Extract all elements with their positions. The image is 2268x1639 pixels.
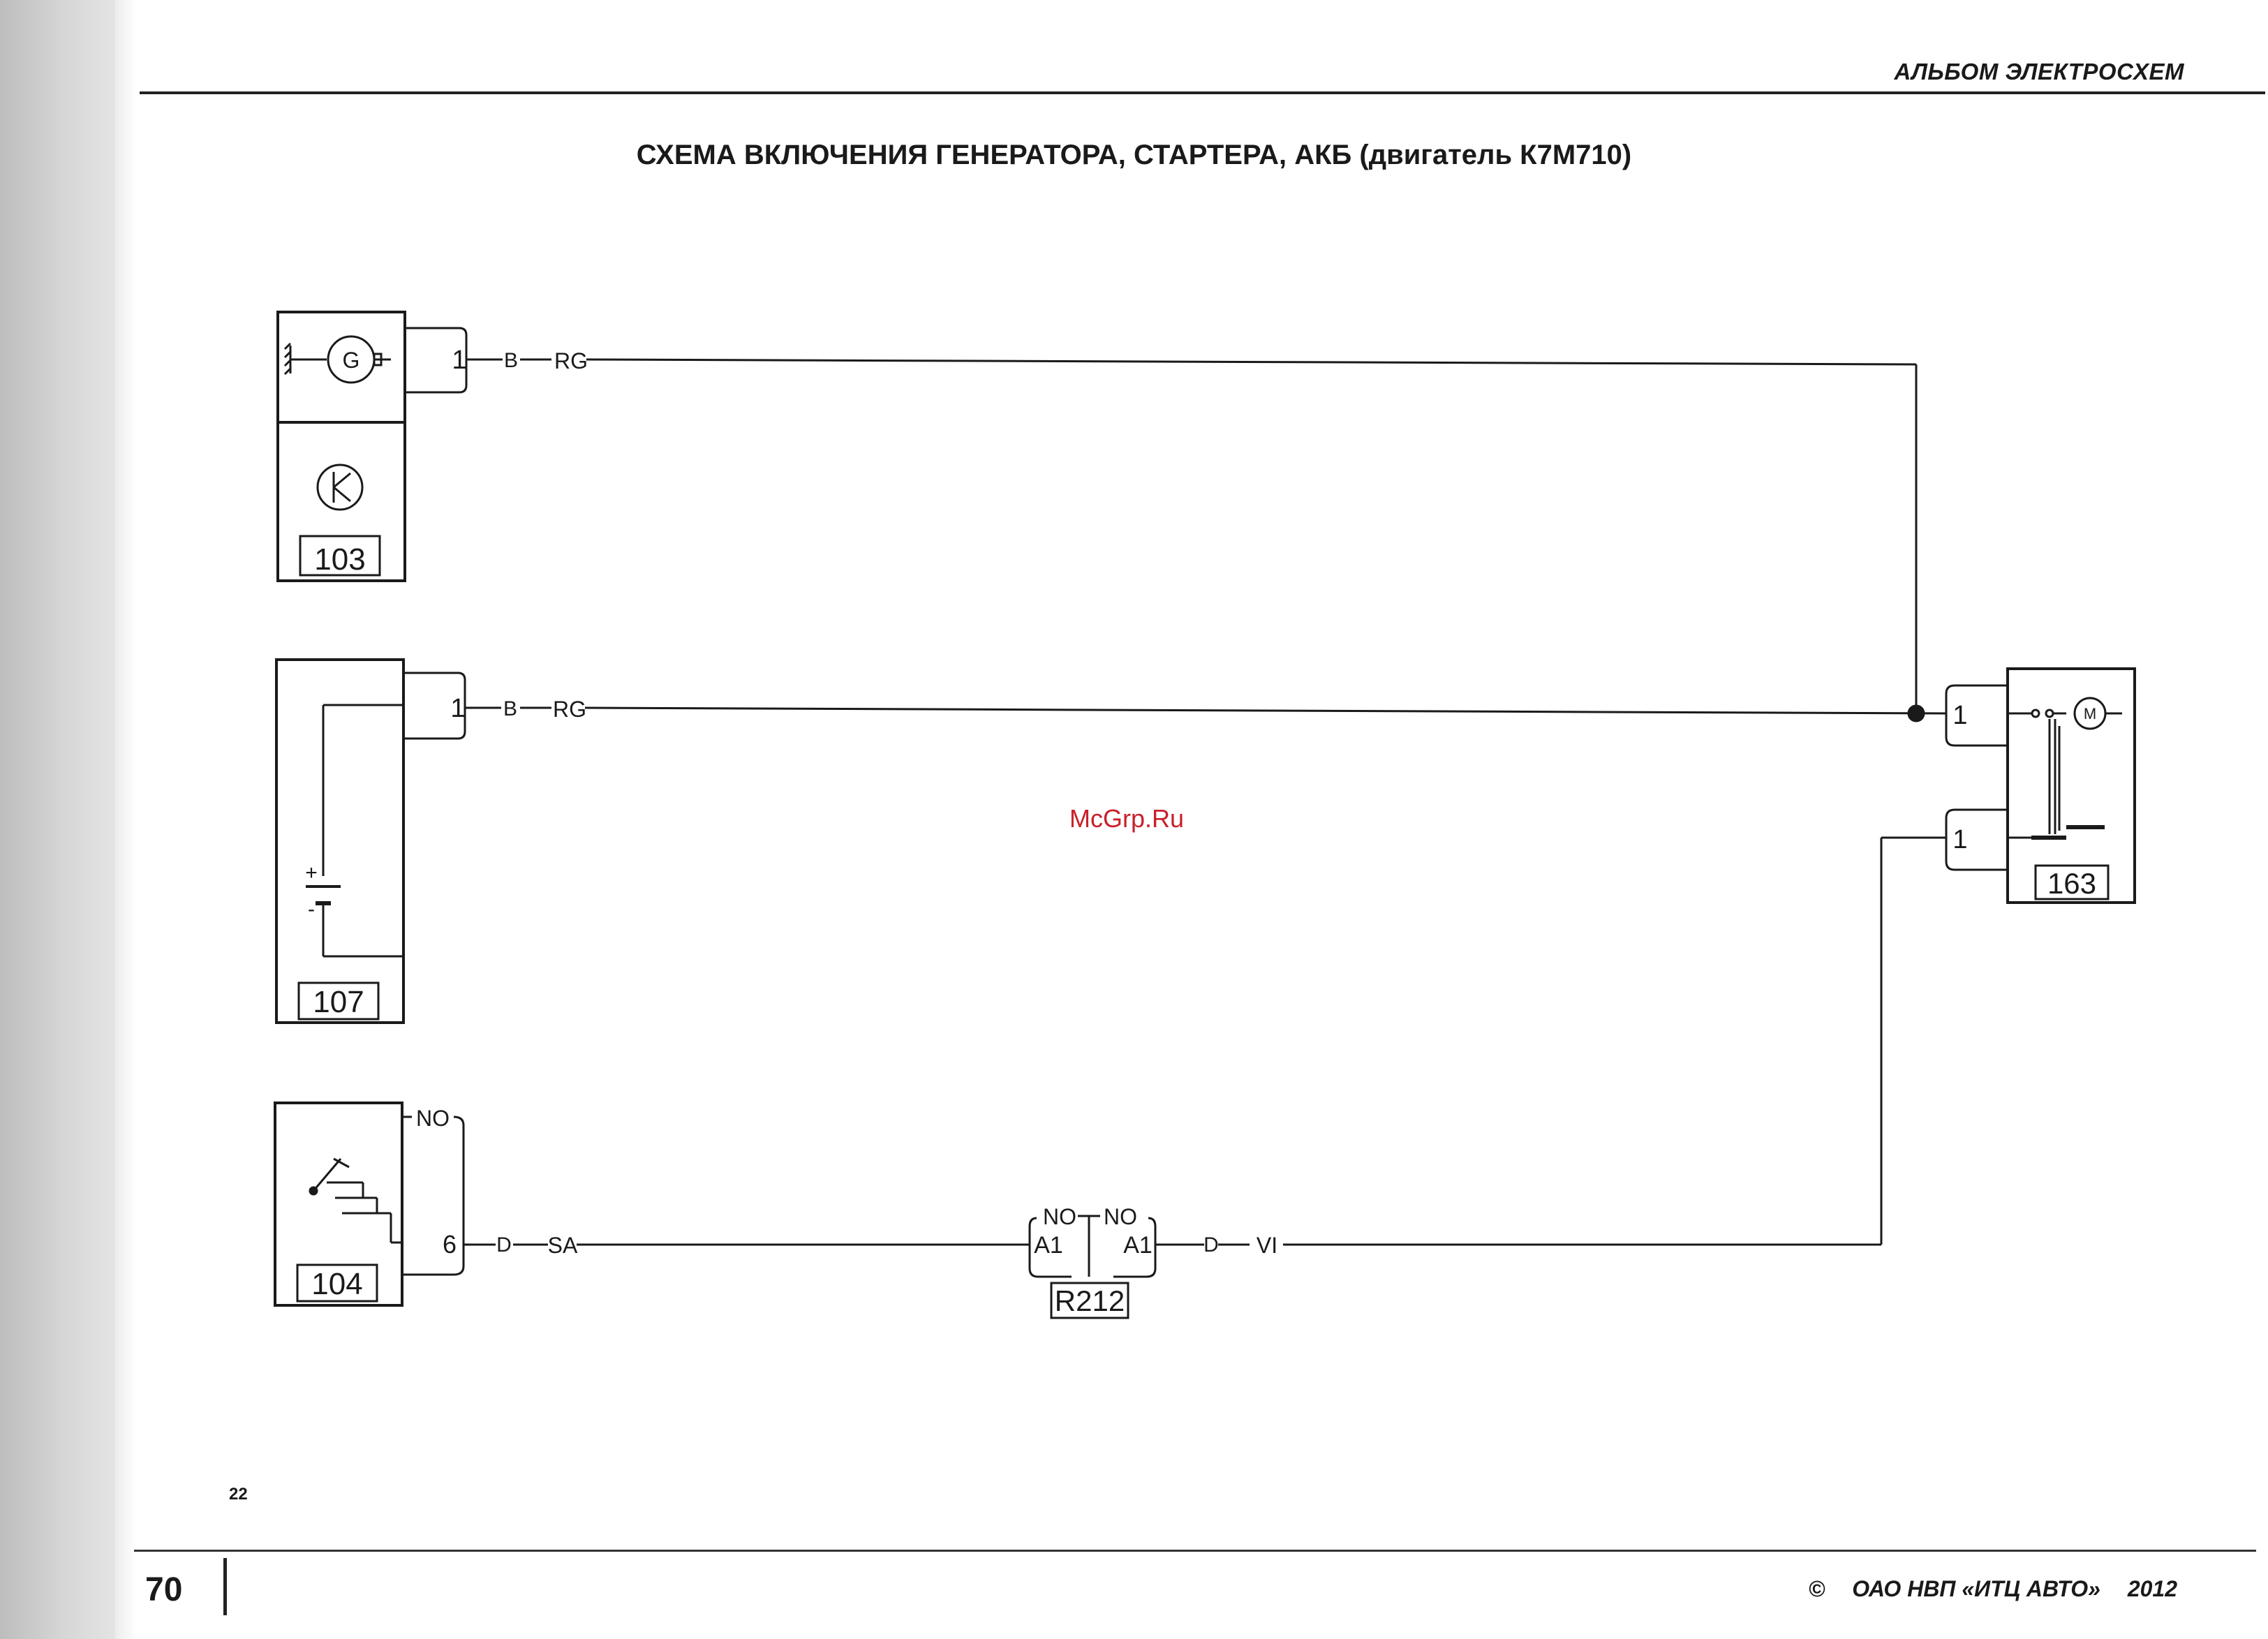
battery-wire-code: RG <box>553 697 586 722</box>
switch-wire-section: D <box>496 1233 512 1256</box>
generator-symbol: G <box>343 348 360 373</box>
generator-wire-code: RG <box>554 348 588 373</box>
generator-code: 103 <box>314 542 365 577</box>
sheet-number: 22 <box>229 1485 248 1504</box>
relay-out-wire-code: VI <box>1257 1233 1277 1258</box>
copyright-line: © ОАО НВП «ИТЦ АВТО» 2012 <box>1788 1576 2177 1602</box>
copyright-symbol: © <box>1809 1576 1825 1602</box>
switch-code: 104 <box>311 1267 362 1301</box>
relay-left-no: NO <box>1043 1204 1076 1229</box>
battery-pin: 1 <box>450 694 465 723</box>
page-number-bar <box>223 1558 227 1615</box>
publisher-name: ОАО НВП «ИТЦ АВТО» <box>1852 1576 2100 1602</box>
battery-code: 107 <box>313 985 364 1019</box>
generator-wire-section: B <box>504 349 518 372</box>
battery-minus: - <box>308 898 315 921</box>
switch-no-label: NO <box>416 1106 450 1131</box>
relay-right-no: NO <box>1104 1204 1137 1229</box>
battery-plus: + <box>305 861 318 884</box>
starter-code: 163 <box>2047 867 2096 900</box>
page-number: 70 <box>145 1571 182 1609</box>
starter-pin-bottom: 1 <box>1952 825 1967 854</box>
starter-pin-top: 1 <box>1952 701 1967 730</box>
starter-motor-symbol: M <box>2084 705 2096 722</box>
switch-wire-code: SA <box>548 1233 578 1258</box>
battery-wire-section: B <box>503 697 517 720</box>
publication-year: 2012 <box>2128 1576 2177 1602</box>
watermark: McGrp.Ru <box>1069 804 1184 833</box>
footer-rule <box>134 1550 2256 1552</box>
relay-code: R212 <box>1055 1284 1125 1317</box>
starter-block <box>1946 669 2135 903</box>
relay-left-pin: A1 <box>1034 1232 1063 1259</box>
relay-out-wire-section: D <box>1203 1233 1219 1256</box>
switch-pin: 6 <box>443 1230 457 1259</box>
relay-right-pin: A1 <box>1123 1232 1152 1259</box>
generator-pin: 1 <box>452 346 466 375</box>
